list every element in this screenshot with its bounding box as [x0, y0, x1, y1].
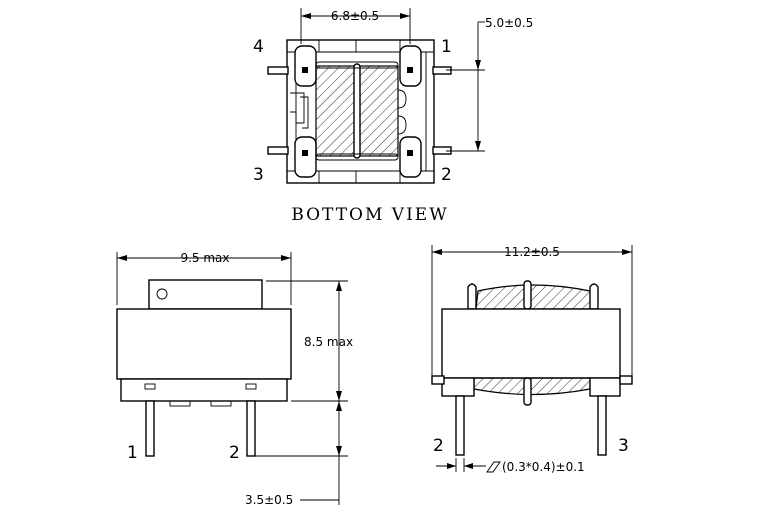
side-height-dim: 8.5 max	[304, 335, 353, 349]
front-pin-3	[597, 395, 607, 456]
side-pin-1	[145, 400, 155, 457]
side-pin-length-dim: 3.5±0.5	[245, 493, 293, 507]
bottom-view-title: BOTTOM VIEW	[291, 205, 448, 225]
front-width-dim: 11.2±0.5	[504, 245, 560, 259]
bottom-view: 6.8±0.5 5.0±0.5 4 1 3 2 BOTTOM VIEW	[253, 8, 533, 225]
side-pin-label-1: 1	[127, 443, 138, 463]
pin-label-1: 1	[441, 37, 452, 57]
side-top-tab	[148, 279, 263, 310]
front-pin-label-3: 3	[618, 436, 629, 456]
pin-label-2: 2	[441, 165, 452, 185]
pin-label-4: 4	[253, 37, 264, 57]
side-base	[120, 378, 288, 402]
front-pin-section-dim: (0.3*0.4)±0.1	[502, 460, 585, 474]
side-view: 9.5 max 8.5 max 3.5±0.5 1 2	[116, 251, 353, 507]
bottom-width-dim: 6.8±0.5	[331, 9, 379, 23]
bottom-pitch-dim: 5.0±0.5	[485, 16, 533, 30]
side-pin-2	[246, 400, 256, 457]
side-pin-label-2: 2	[229, 443, 240, 463]
front-pin-2	[455, 395, 465, 456]
front-body	[441, 308, 621, 379]
front-view: 11.2±0.5 (0.3*0.4)±0.1 2 3	[431, 245, 633, 474]
pin-label-3: 3	[253, 165, 264, 185]
side-width-dim: 9.5 max	[180, 251, 229, 265]
front-pin-label-2: 2	[433, 436, 444, 456]
side-body	[116, 308, 292, 380]
